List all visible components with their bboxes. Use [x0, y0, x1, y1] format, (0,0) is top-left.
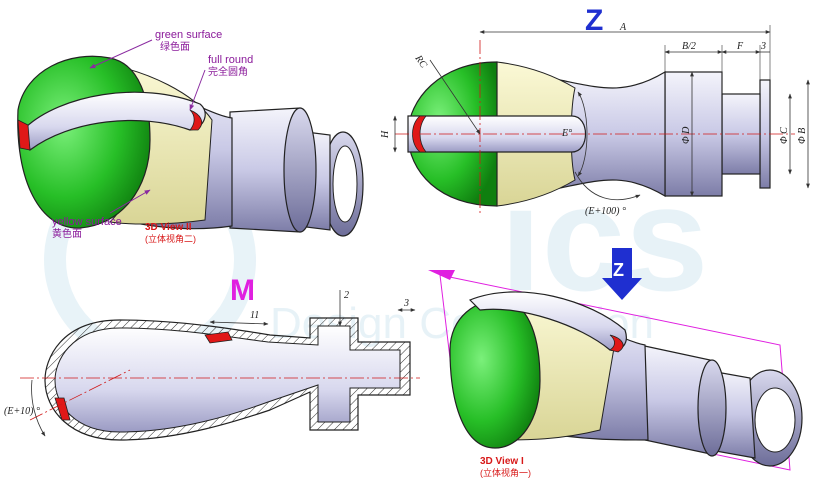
dim-label-C: Φ C — [779, 127, 790, 144]
end-flange-inner — [332, 145, 358, 223]
section-cavity — [54, 325, 401, 433]
dim-11 — [209, 320, 269, 326]
slot-3d1 — [468, 291, 627, 351]
section-letter-M: M — [230, 274, 255, 307]
dim-label-3: 3 — [760, 41, 766, 52]
full-round-edge-3d2 — [189, 109, 203, 131]
section-red-bottom — [54, 397, 71, 421]
label-round-cn: 完全圆角 — [208, 65, 248, 78]
label-yellow-en: yellow surface — [52, 216, 122, 228]
view-3d-i: 3D View I (立体视角一) — [428, 270, 803, 478]
dim-label-11: 11 — [250, 310, 259, 321]
view2-subtitle: (立体视角二) — [145, 233, 196, 244]
dim-label-D: Φ D — [681, 126, 692, 144]
view1-cylinder-face — [697, 359, 727, 457]
slot-3d2 — [24, 91, 206, 152]
dim-label-B2: B/2 — [682, 41, 696, 52]
view-3d-ii: green surface 绿色面 full round 完全圆角 yellow… — [17, 29, 364, 244]
view1-title: 3D View I — [480, 456, 524, 467]
dim-label-E10: (E+10) ° — [4, 406, 40, 417]
section-red-top — [204, 331, 233, 344]
label-green-cn: 绿色面 — [160, 40, 190, 53]
full-round-edge-left-3d2 — [17, 119, 31, 151]
dim-label-F: F — [736, 41, 744, 52]
top-view-2d: Z A B/2 F 3 RC H E° Φ D Φ C Φ B (E+100) … — [380, 4, 810, 217]
leader-round — [189, 69, 206, 111]
dim-label-E: E° — [561, 128, 572, 139]
section-angle-line — [29, 369, 131, 421]
view2-title: 3D View II — [145, 222, 192, 233]
green-surface-3d1 — [449, 299, 541, 449]
section-angle-arc — [31, 379, 46, 437]
dim-label-B: Φ B — [797, 128, 808, 144]
view1-flange-hole — [754, 387, 796, 453]
dim-label-2: 2 — [344, 290, 349, 301]
dim-label-H: H — [380, 130, 391, 139]
section-view: M 11 2 3 (E+10) ° — [4, 274, 420, 441]
dim-label-3-section: 3 — [403, 298, 409, 309]
cone-2d — [559, 70, 666, 198]
label-green-en: green surface — [155, 29, 222, 41]
down-arrow-icon — [602, 248, 642, 300]
dim-E100-arc — [574, 171, 641, 201]
view-direction-arrow: Z — [602, 248, 642, 300]
view-letter-Z: Z — [585, 4, 603, 37]
section-plane-tab — [428, 270, 455, 280]
dim-E-arc — [577, 91, 588, 177]
dim-label-E100: (E+100) ° — [585, 206, 626, 217]
dim-RC — [429, 59, 481, 135]
main-cylinder-face — [283, 107, 317, 233]
leader-green — [89, 39, 153, 69]
label-yellow-cn: 黄色面 — [52, 227, 82, 240]
dim-label-RC: RC — [412, 53, 429, 71]
full-round-edge-3d1 — [609, 334, 624, 353]
arrow-letter-Z: Z — [613, 260, 624, 280]
leader-yellow — [109, 189, 151, 214]
view1-subtitle: (立体视角一) — [480, 467, 531, 478]
label-round-en: full round — [208, 54, 253, 66]
dim-label-A: A — [619, 22, 627, 33]
